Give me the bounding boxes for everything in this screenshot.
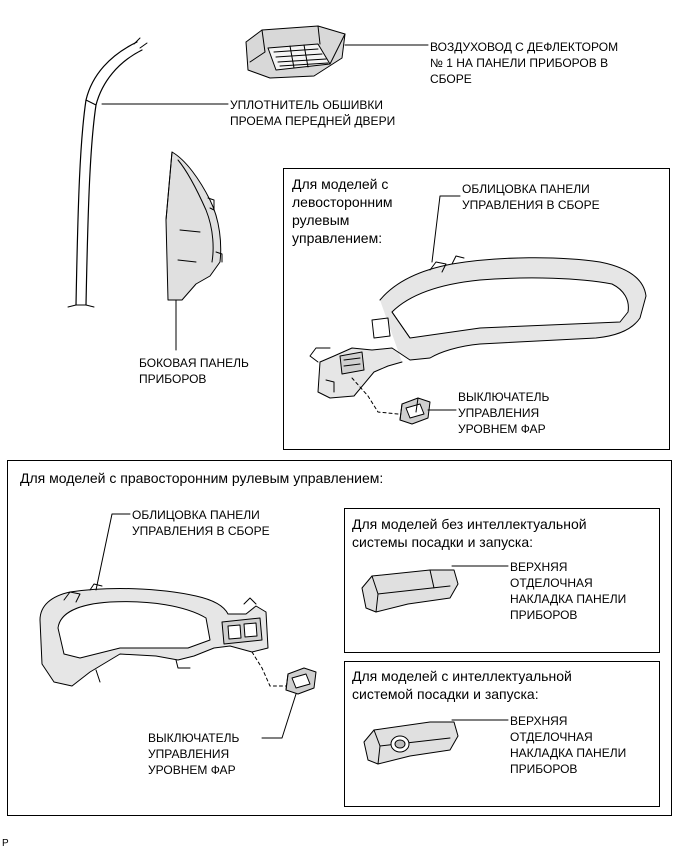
rhd-switch-dashed [251, 651, 287, 687]
rhd-switch-label-line-3: УРОВНЕМ ФАР [148, 763, 236, 777]
no-smart-header-line-2: системы посадки и запуска: [352, 534, 534, 550]
upper-smart-label-line-4: ПРИБОРОВ [510, 762, 578, 776]
lhd-header-line-1: Для моделей с [292, 176, 389, 192]
lhd-cover-label-line-1: ОБЛИЦОВКА ПАНЕЛИ [462, 182, 590, 196]
rhd-switch-drawing [285, 667, 317, 695]
lhd-switch-label-line-3: УРОВНЕМ ФАР [458, 422, 546, 436]
upper-panel-smart-drawing [363, 721, 459, 765]
duct-label-line-2: № 1 НА ПАНЕЛИ ПРИБОРОВ В [430, 56, 609, 70]
rhd-switch-label-line-2: УПРАВЛЕНИЯ [148, 747, 230, 761]
upper-smart-label-line-3: НАКЛАДКА ПАНЕЛИ [510, 746, 627, 760]
lhd-cover-leader [431, 195, 461, 263]
rhd-cover-leader [95, 513, 131, 591]
lhd-header-line-3: рулевым [292, 212, 350, 228]
no-smart-header-line-1: Для моделей без интеллектуальной [352, 516, 587, 532]
rhd-header: Для моделей с правосторонним рулевым упр… [20, 470, 384, 486]
lhd-header-line-4: управлением: [292, 230, 383, 246]
rhd-switch-label-line-1: ВЫКЛЮЧАТЕЛЬ [148, 731, 240, 745]
lhd-cover-drawing [309, 255, 647, 399]
seal-drawing [67, 37, 148, 308]
upper-plain-label-line-2: ОТДЕЛОЧНАЯ [510, 576, 593, 590]
seal-label-line-2: ПРОЕМА ПЕРЕДНЕЙ ДВЕРИ [230, 114, 396, 128]
seal-label-line-1: УПЛОТНИТЕЛЬ ОБШИВКИ [230, 98, 383, 112]
upper-panel-plain-drawing [361, 569, 459, 613]
upper-plain-label-line-1: ВЕРХНЯЯ [510, 560, 568, 574]
air-duct-drawing [245, 25, 346, 79]
lhd-header-line-2: левосторонним [292, 194, 393, 210]
rhd-cover-drawing [39, 583, 269, 687]
smart-frame [344, 661, 660, 807]
upper-plain-label-line-4: ПРИБОРОВ [510, 608, 578, 622]
rhd-switch-leader [261, 693, 297, 739]
corner-mark: P [2, 838, 9, 849]
lhd-switch-label-line-2: УПРАВЛЕНИЯ [458, 406, 540, 420]
upper-smart-label-line-1: ВЕРХНЯЯ [510, 714, 568, 728]
side-panel-label-line-2: ПРИБОРОВ [139, 372, 207, 386]
rhd-cover-label-line-2: УПРАВЛЕНИЯ В СБОРЕ [132, 524, 270, 538]
side-panel-label-line-1: БОКОВАЯ ПАНЕЛЬ [139, 356, 249, 370]
no-smart-frame [344, 508, 660, 653]
duct-label-line-1: ВОЗДУХОВОД С ДЕФЛЕКТОРОМ [430, 40, 619, 54]
smart-header-line-1: Для моделей с интеллектуальной [352, 668, 572, 684]
side-panel-drawing [165, 151, 223, 301]
rhd-cover-label-line-1: ОБЛИЦОВКА ПАНЕЛИ [132, 508, 260, 522]
lhd-cover-label-line-2: УПРАВЛЕНИЯ В СБОРЕ [462, 198, 600, 212]
upper-smart-label-line-2: ОТДЕЛОЧНАЯ [510, 730, 593, 744]
lhd-switch-drawing [399, 397, 431, 425]
rhd-frame [7, 460, 672, 816]
lhd-switch-dashed [351, 377, 399, 415]
duct-label-line-3: СБОРЕ [430, 72, 472, 86]
lhd-switch-label-line-1: ВЫКЛЮЧАТЕЛЬ [458, 390, 550, 404]
upper-plain-label-line-3: НАКЛАДКА ПАНЕЛИ [510, 592, 627, 606]
lhd-frame [283, 168, 670, 450]
smart-header-line-2: системой посадки и запуска: [352, 686, 539, 702]
